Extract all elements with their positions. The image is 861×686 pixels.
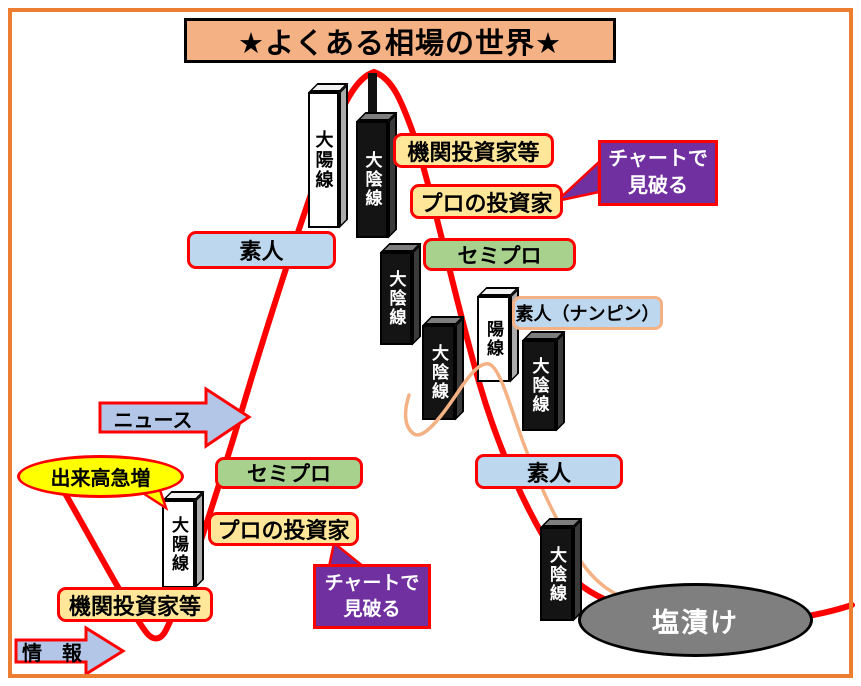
candlestick-big-bullish-peak: 大陽線 [308, 83, 348, 228]
candlestick-bullish-rebound: 陽線 [477, 287, 519, 382]
candlestick-big-bearish-peak: 大陰線 [356, 112, 397, 238]
news-arrow-label: ニュース [113, 409, 193, 432]
candlestick-bearish-1: 大陰線 [380, 243, 421, 345]
candle-label: 大陽線 [313, 130, 334, 190]
label-semipro-left: セミプロ [215, 457, 363, 489]
candle-label: 大陰線 [429, 344, 448, 401]
candle-label: 大陰線 [529, 357, 549, 414]
callout-chart-detect-top: チャートで 見破る [598, 140, 718, 206]
label-institutional-top: 機関投資家等 [393, 133, 554, 168]
label-semipro-top: セミプロ [423, 238, 576, 271]
callout-line2: 見破る [343, 598, 401, 620]
info-arrow-label: 情 報 [22, 642, 82, 665]
callout-pointer-top [552, 159, 601, 204]
candle-label: 陽線 [484, 320, 503, 358]
candlestick-bearish-3: 大陰線 [522, 331, 565, 431]
callout-chart-detect-bottom: チャートで 見破る [313, 564, 431, 629]
candle-label: 大陰線 [362, 151, 382, 208]
candle-label: 大陰線 [547, 545, 566, 603]
label-amateur-nanpin: 素人（ナンピン） [512, 296, 663, 330]
candlestick-bearish-2: 大陰線 [422, 316, 464, 420]
volume-surge-bubble: 出来高急増 [17, 455, 184, 498]
label-pro-top: プロの投資家 [410, 184, 563, 219]
candlestick-bearish-bottom: 大陰線 [540, 518, 582, 621]
callout-line2: 見破る [628, 175, 688, 197]
label-pro-left: プロの投資家 [208, 512, 359, 546]
candle-label: 大陰線 [386, 270, 406, 327]
candlestick-big-bullish-left: 大陽線 [162, 491, 204, 588]
label-amateur-right: 素人 [475, 454, 623, 489]
callout-line1: チャートで [324, 572, 420, 594]
shiozuke-ellipse: 塩漬け [578, 583, 813, 657]
callout-line1: チャートで [608, 148, 708, 170]
diagram-title: ★よくある相場の世界★ [184, 18, 616, 63]
label-amateur-left: 素人 [187, 231, 336, 269]
candle-label: 大陽線 [169, 515, 188, 573]
label-institutional-left: 機関投資家等 [57, 587, 213, 622]
